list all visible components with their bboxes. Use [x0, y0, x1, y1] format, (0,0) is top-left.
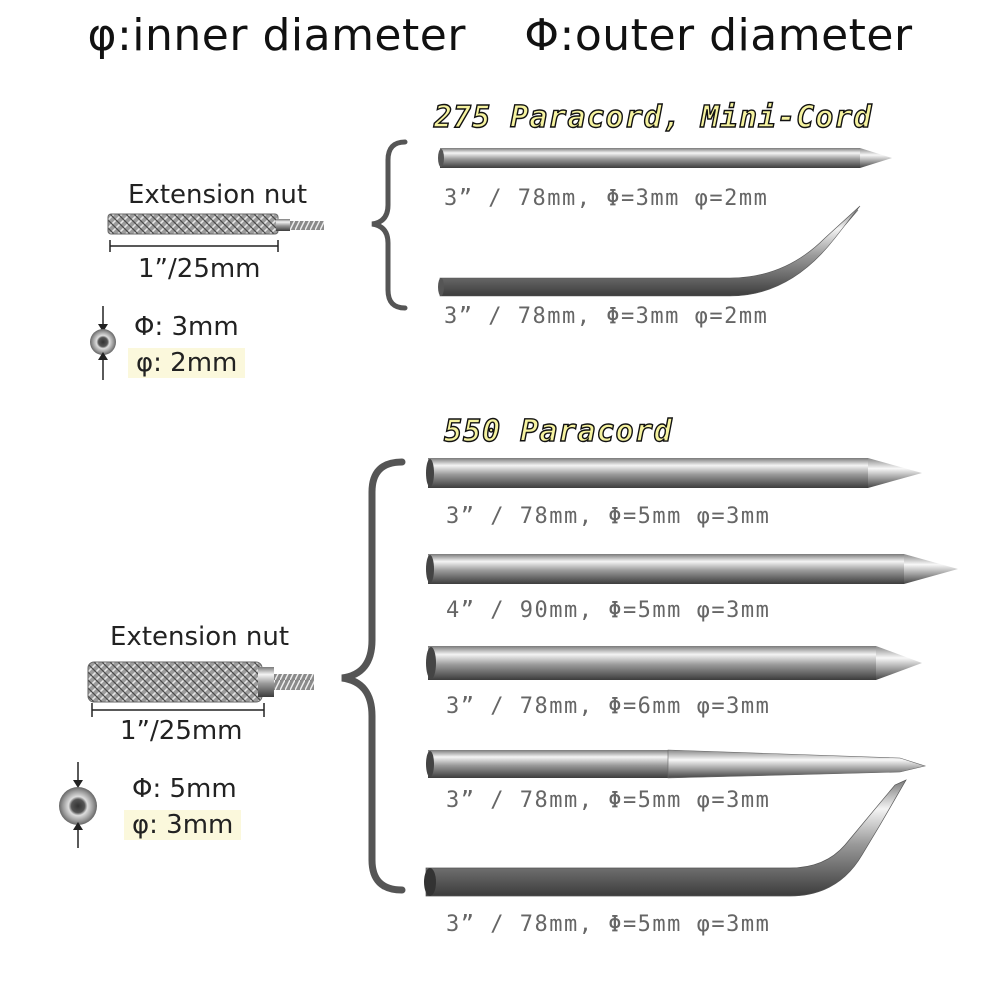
needle-straight-6mm	[426, 646, 922, 680]
needle-spec-g1-1: 3” / 78mm, Φ=3mm φ=2mm	[444, 186, 769, 211]
nut-outer-large: Φ: 5mm	[132, 774, 237, 804]
needle-spec-g2-2: 4” / 90mm, Φ=5mm φ=3mm	[446, 598, 771, 623]
needle-spec-g2-4: 3” / 78mm, Φ=5mm φ=3mm	[446, 788, 771, 813]
group2-title: 550 Paracord	[443, 413, 673, 449]
outer-diameter-legend: Φ:outer diameter	[524, 10, 913, 61]
group1-brace	[371, 139, 408, 311]
extension-nut-small	[107, 213, 324, 252]
extension-nut-label-large: Extension nut	[110, 622, 290, 652]
needle-bent-3mm	[438, 205, 861, 297]
needle-spec-g1-2: 3” / 78mm, Φ=3mm φ=2mm	[444, 304, 769, 329]
nut-face-small	[90, 306, 116, 380]
group2-brace	[341, 458, 406, 894]
nut-inner-large: φ: 3mm	[124, 810, 242, 840]
extension-nut-label-small: Extension nut	[128, 180, 308, 210]
needle-straight-5mm-78	[426, 458, 922, 488]
nut-outer-small: Φ: 3mm	[134, 312, 239, 342]
needle-spec-g2-3: 3” / 78mm, Φ=6mm φ=3mm	[446, 694, 771, 719]
group1-title: 275 Paracord, Mini-Cord	[433, 99, 873, 135]
needle-flat-tip	[426, 749, 927, 779]
nut-inner-small: φ: 2mm	[128, 348, 246, 378]
needle-spec-g2-1: 3” / 78mm, Φ=5mm φ=3mm	[446, 504, 771, 529]
inner-diameter-legend: φ:inner diameter	[87, 10, 466, 61]
needle-bent-5mm	[424, 779, 907, 897]
needle-straight-5mm-90	[426, 554, 958, 584]
nut-length-large: 1”/25mm	[120, 716, 243, 746]
nut-length-small: 1”/25mm	[138, 254, 261, 284]
nut-face-large	[59, 762, 97, 848]
needle-straight-3mm	[438, 148, 892, 168]
extension-nut-large	[87, 661, 314, 717]
needle-spec-g2-5: 3” / 78mm, Φ=5mm φ=3mm	[446, 912, 771, 937]
legend-header: φ:inner diameter Φ:outer diameter	[0, 10, 1000, 61]
